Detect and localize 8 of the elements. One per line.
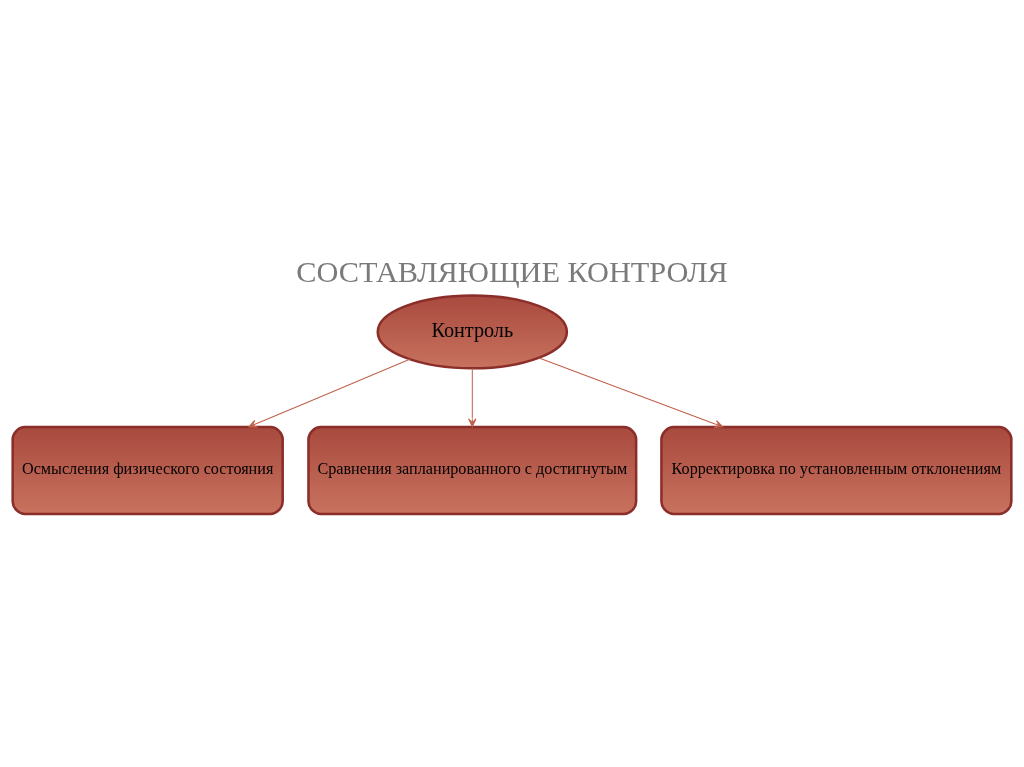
diagram-title: СОСТАВЛЯЮЩИЕ КОНТРОЛЯ	[296, 254, 728, 289]
arrow	[248, 358, 411, 428]
node-box: Сравнения запланированного с достигнутым	[307, 425, 638, 515]
node-ellipse: Контроль	[376, 293, 569, 370]
arrow	[468, 367, 477, 427]
node-box: Осмысления физического состояния	[11, 425, 284, 515]
arrow	[538, 356, 724, 428]
node-box: Корректировка по установленным отклонениям	[660, 425, 1013, 515]
